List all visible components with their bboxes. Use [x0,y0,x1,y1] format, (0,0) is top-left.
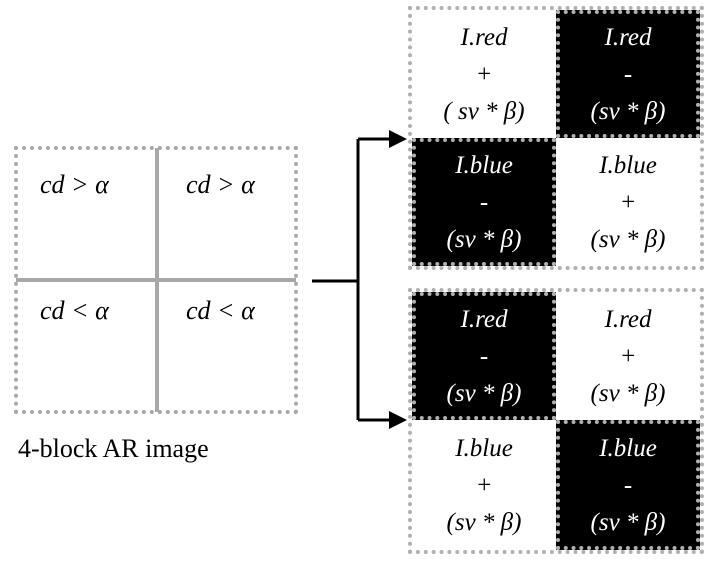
cell-operator: + [619,188,637,216]
cell-channel: I.red [460,305,508,333]
block-top-left-condition: cd > α [40,170,109,199]
cell-operator: - [479,342,489,370]
cell-term: (sv * β) [590,379,666,407]
ar-grid-vertical-divider [155,148,159,412]
top-grid-cell-blue-minus: I.blue - (sv * β) [412,138,556,266]
bottom-grid [408,288,704,554]
cell-channel: I.red [604,23,652,51]
cell-channel: I.red [460,23,508,51]
cell-operator: + [475,471,493,499]
ar-image-caption: 4-block AR image [18,434,209,463]
cell-term: (sv * β) [446,508,522,536]
block-bottom-left-condition: cd < α [40,296,109,325]
bottom-grid-cell-blue-plus: I.blue + (sv * β) [412,420,556,550]
cell-operator: + [475,60,493,88]
cell-term: (sv * β) [446,225,522,253]
cell-operator: - [479,188,489,216]
cell-operator: - [623,60,633,88]
top-grid-cell-red-minus: I.red - (sv * β) [556,10,700,138]
cell-channel: I.blue [599,434,657,462]
bottom-grid-cell-red-plus: I.red + (sv * β) [556,292,700,420]
cell-operator: + [619,342,637,370]
cell-channel: I.blue [455,151,513,179]
block-top-right-condition: cd > α [186,170,255,199]
top-grid [408,6,704,270]
cell-term: (sv * β) [446,379,522,407]
cell-term: (sv * β) [590,97,666,125]
cell-channel: I.red [604,305,652,333]
cell-term: (sv * β) [590,225,666,253]
arrowhead-bottom [389,411,407,429]
bottom-grid-cell-blue-minus: I.blue - (sv * β) [556,420,700,550]
cell-channel: I.blue [599,151,657,179]
block-bottom-right-condition: cd < α [186,296,255,325]
bottom-grid-cell-red-minus: I.red - (sv * β) [412,292,556,420]
cell-term: (sv * β) [590,508,666,536]
arrowhead-top [389,130,407,148]
cell-channel: I.blue [455,434,513,462]
top-grid-cell-blue-plus: I.blue + (sv * β) [556,138,700,266]
top-grid-cell-red-plus: I.red + ( sv * β) [412,10,556,138]
cell-operator: - [623,471,633,499]
cell-term: ( sv * β) [443,97,525,125]
